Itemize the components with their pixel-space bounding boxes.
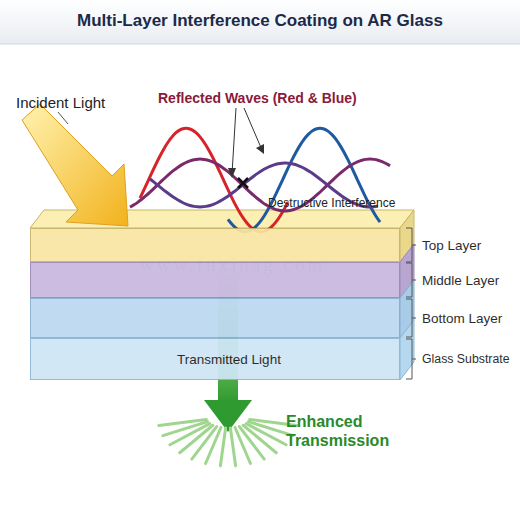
cross-mark bbox=[238, 178, 248, 188]
light-ray bbox=[230, 428, 235, 466]
light-rays bbox=[159, 420, 297, 466]
bracket bbox=[406, 299, 416, 337]
light-ray bbox=[235, 427, 250, 463]
pointer-head bbox=[228, 168, 236, 178]
interference-label: Destructive Interference bbox=[268, 196, 395, 210]
result-label: Enhanced Transmission bbox=[286, 412, 406, 450]
layer-label: Top Layer bbox=[419, 238, 484, 253]
coating-layer: Bottom Layer bbox=[30, 298, 400, 338]
layer-label: Middle Layer bbox=[419, 273, 502, 288]
pointer-line bbox=[232, 108, 236, 174]
incident-arrow bbox=[22, 104, 128, 226]
layer-label: Bottom Layer bbox=[419, 311, 505, 326]
title: Multi-Layer Interference Coating on AR G… bbox=[0, 11, 520, 31]
pointer-line bbox=[244, 108, 262, 150]
waves-label: Reflected Waves (Red & Blue) bbox=[158, 90, 357, 107]
leader-line bbox=[58, 112, 68, 124]
light-ray bbox=[220, 428, 225, 466]
coating-layer: Middle Layer bbox=[30, 262, 400, 298]
incident-label: Incident Light bbox=[16, 94, 105, 112]
reflected-waves bbox=[130, 128, 390, 232]
bracket bbox=[406, 263, 416, 297]
pointer-head bbox=[256, 144, 264, 154]
title-band bbox=[0, 0, 520, 44]
layer-label: Glass Substrate bbox=[419, 352, 512, 366]
title-rule bbox=[0, 44, 520, 45]
coating-layer: Top Layer bbox=[30, 228, 400, 262]
beam-label: Transmitted Light bbox=[174, 352, 284, 367]
bracket bbox=[406, 228, 416, 262]
light-ray bbox=[159, 420, 206, 426]
bracket bbox=[406, 339, 416, 379]
coating-layer: Transmitted LightGlass Substrate bbox=[30, 338, 400, 380]
